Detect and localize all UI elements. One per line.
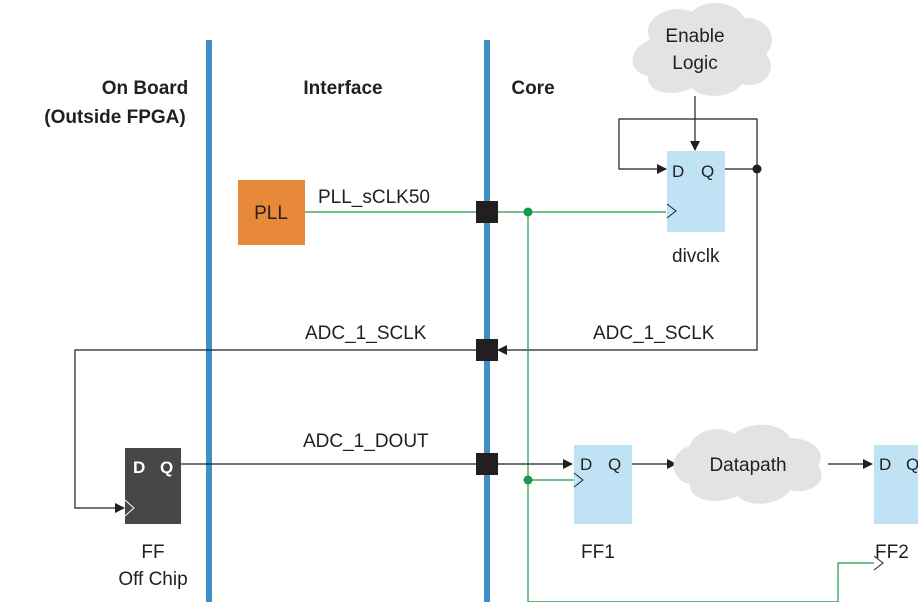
pll-block: PLL <box>238 180 305 245</box>
pll-label: PLL <box>254 203 288 224</box>
enable-logic-label-2: Logic <box>672 53 717 74</box>
divclk-q-pin: Q <box>701 162 714 181</box>
ff1-label: FF1 <box>581 542 615 563</box>
ff2-label: FF2 <box>875 542 909 563</box>
header-outside-fpga: (Outside FPGA) <box>44 107 185 128</box>
ff2-clock-wire <box>837 562 874 602</box>
ff2-d-pin: D <box>879 455 891 474</box>
divclk-label: divclk <box>672 246 720 267</box>
pll-clk-signal-label: PLL_sCLK50 <box>318 187 430 208</box>
adc-dout-signal-label: ADC_1_DOUT <box>303 431 429 452</box>
datapath-label: Datapath <box>709 455 786 476</box>
divclk-feedback-wire <box>618 118 758 174</box>
adc-sclk-core-wire <box>497 169 758 355</box>
adc-sclk-board-wire <box>74 349 476 513</box>
divclk-flip-flop: D Q <box>666 151 725 232</box>
off-chip-d-pin: D <box>133 458 145 477</box>
header-interface: Interface <box>303 78 382 99</box>
clock-net <box>305 211 838 602</box>
pll-clk-pad <box>476 201 498 223</box>
divclk-d-pin: D <box>672 162 684 181</box>
off-chip-ff-label: FF <box>141 542 164 563</box>
off-chip-flip-flop: D Q <box>124 448 181 524</box>
datapath-cloud: Datapath <box>673 424 822 504</box>
enable-logic-label-1: Enable <box>665 26 724 47</box>
off-chip-q-pin: Q <box>160 458 173 477</box>
off-chip-label: Off Chip <box>118 569 187 590</box>
ff1-d-pin: D <box>580 455 592 474</box>
core-boundary-bar <box>484 40 490 602</box>
header-core: Core <box>511 78 554 99</box>
clock-node-ff1 <box>523 475 533 485</box>
fpga-boundary-bar <box>206 40 212 602</box>
ff1-q-pin: Q <box>608 455 621 474</box>
adc-dout-pad <box>476 453 498 475</box>
ff2-flip-flop: D Q <box>873 445 918 571</box>
adc-sclk-interface-label: ADC_1_SCLK <box>305 323 427 344</box>
clock-node-top <box>523 207 533 217</box>
header-on-board: On Board <box>102 78 189 99</box>
adc-sclk-pad <box>476 339 498 361</box>
ff1-flip-flop: D Q <box>573 445 632 524</box>
ff2-q-pin: Q <box>906 455 918 474</box>
adc-sclk-core-label: ADC_1_SCLK <box>593 323 715 344</box>
enable-logic-cloud: Enable Logic <box>632 2 772 96</box>
